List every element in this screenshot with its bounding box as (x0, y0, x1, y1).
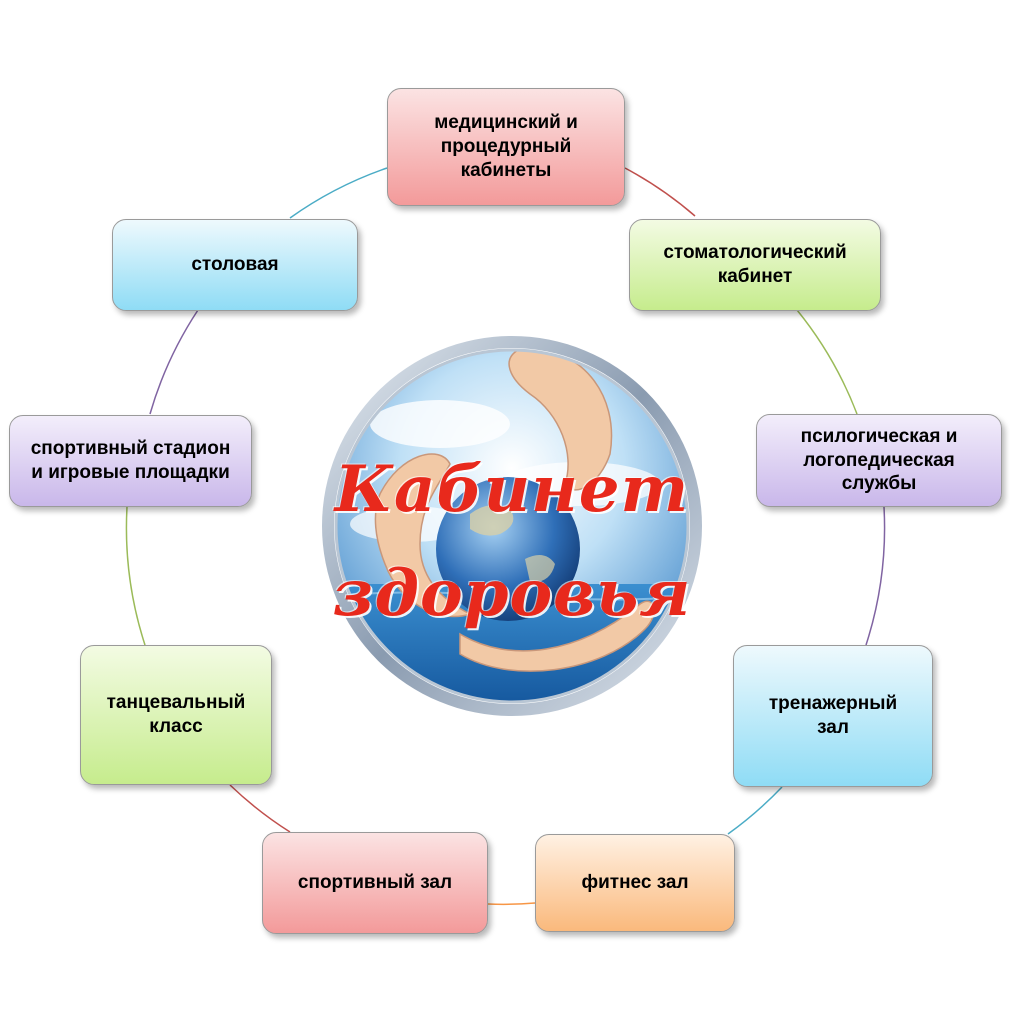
center-emblem: Кабинет здоровья (320, 334, 704, 718)
arc-stadium-to-canteen (149, 309, 199, 415)
node-gym-trainers: тренажерный зал (733, 645, 933, 787)
arc-dental-to-psych (796, 309, 858, 415)
arc-canteen-to-medical (289, 167, 388, 219)
node-canteen: столовая (112, 219, 358, 311)
arc-dance-to-stadium (125, 506, 146, 646)
node-fitness-hall: фитнес зал (535, 834, 735, 932)
arc-sport-to-dance (229, 784, 291, 833)
globe-hands-image (322, 336, 702, 716)
arc-gym-to-fitness (727, 786, 783, 835)
center-title-line2: здоровья (332, 556, 692, 631)
node-sports-hall: спортивный зал (262, 832, 488, 934)
arc-fitness-to-sport (487, 902, 536, 906)
node-psychology-services: псилогическая и логопедическая службы (756, 414, 1002, 507)
node-medical-rooms: медицинский и процедурный кабинеты (387, 88, 625, 206)
node-dental-office: стоматологический кабинет (629, 219, 881, 311)
arc-medical-to-dental (624, 167, 696, 217)
node-stadium-playgrounds: спортивный стадион и игровые площадки (9, 415, 252, 507)
node-dance-class: танцевальный класс (80, 645, 272, 785)
arc-psych-to-gym (865, 506, 886, 646)
center-title-line1: Кабинет (334, 452, 690, 527)
